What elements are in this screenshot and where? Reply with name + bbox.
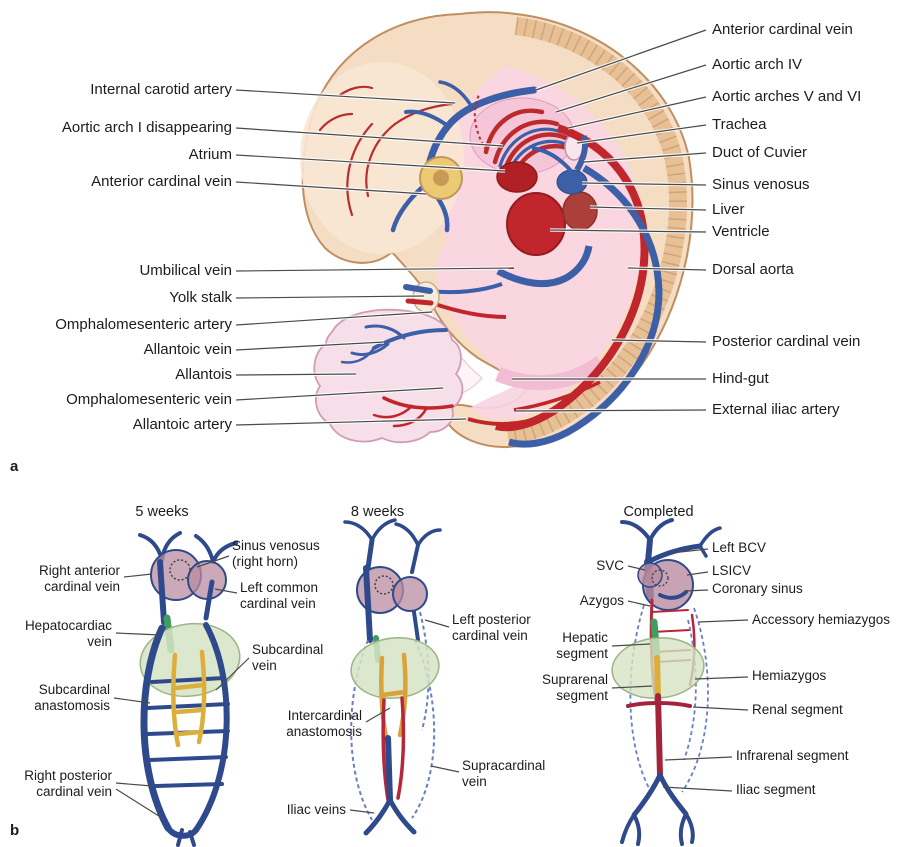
label-renal-segment: Renal segment bbox=[752, 702, 843, 717]
label-subcardinal-anastomosis: Subcardinal anastomosis bbox=[34, 682, 110, 713]
liver-8w-shape bbox=[350, 637, 440, 699]
label-iliac-segment: Iliac segment bbox=[736, 782, 816, 797]
coronary-sinus-vessel bbox=[658, 590, 688, 600]
label-infrarenal-segment: Infrarenal segment bbox=[736, 748, 849, 763]
label-right-anterior-cardinal-vein: Right anterior cardinal vein bbox=[38, 563, 120, 594]
ventricle-shape bbox=[506, 192, 566, 256]
regressed-veins-dashed bbox=[629, 604, 709, 793]
label-anterior-cardinal-vein-left: Anterior cardinal vein bbox=[91, 173, 232, 190]
label-accessory-hemiazygos: Accessory hemiazygos bbox=[752, 612, 891, 627]
label-omphalomesenteric-artery: Omphalomesenteric artery bbox=[55, 316, 232, 333]
infrarenal-segment-vessel bbox=[655, 693, 663, 778]
label-aortic-arch-iv: Aortic arch IV bbox=[712, 56, 803, 73]
five-weeks-diagram bbox=[138, 531, 241, 847]
panel-b-marker: b bbox=[10, 822, 20, 839]
label-allantois: Allantois bbox=[175, 366, 232, 383]
label-anterior-cardinal-vein-right: Anterior cardinal vein bbox=[712, 21, 853, 38]
label-umbilical-vein: Umbilical vein bbox=[139, 262, 232, 279]
label-left-bcv: Left BCV bbox=[712, 540, 767, 555]
label-hemiazygos: Hemiazygos bbox=[752, 668, 827, 683]
label-omphalomesenteric-vein: Omphalomesenteric vein bbox=[66, 391, 232, 408]
label-right-posterior-cardinal-vein: Right posterior cardinal vein bbox=[24, 768, 112, 799]
label-left-common-cardinal-vein: Left common cardinal vein bbox=[240, 580, 319, 611]
label-sinus-venosus: Sinus venosus bbox=[712, 176, 810, 193]
label-coronary-sinus: Coronary sinus bbox=[712, 581, 803, 596]
label-yolk-stalk: Yolk stalk bbox=[169, 289, 232, 306]
label-external-iliac-artery: External iliac artery bbox=[712, 401, 840, 418]
label-iliac-veins: Iliac veins bbox=[286, 802, 346, 817]
internal-carotid-artery-vessels bbox=[318, 85, 454, 217]
eight-weeks-title: 8 weeks bbox=[350, 504, 405, 520]
atrium-shape bbox=[496, 161, 538, 193]
eight-weeks-diagram bbox=[343, 518, 442, 836]
posterior-cardinal-vein-vessel bbox=[508, 164, 663, 448]
label-hepatic-segment: Hepatic segment bbox=[556, 630, 608, 661]
panel-a-marker: a bbox=[10, 458, 19, 475]
label-allantoic-vein: Allantoic vein bbox=[143, 341, 232, 358]
part-a-leader-lines bbox=[235, 28, 707, 427]
label-internal-carotid-artery: Internal carotid artery bbox=[90, 81, 232, 98]
label-duct-of-cuvier: Duct of Cuvier bbox=[712, 144, 808, 161]
label-posterior-cardinal-vein: Posterior cardinal vein bbox=[712, 333, 861, 350]
completed-diagram bbox=[611, 518, 722, 846]
allantoic-vein-vessels bbox=[340, 324, 448, 364]
label-allantoic-artery: Allantoic artery bbox=[132, 416, 232, 433]
completed-title: Completed bbox=[623, 504, 694, 520]
duct-of-cuvier-vessel bbox=[574, 135, 589, 172]
label-hind-gut: Hind-gut bbox=[712, 370, 769, 387]
label-aortic-arches-v-vi: Aortic arches V and VI bbox=[712, 88, 862, 105]
liver-shape bbox=[562, 191, 598, 231]
label-ventricle: Ventricle bbox=[712, 223, 770, 240]
label-liver: Liver bbox=[712, 201, 745, 218]
label-dorsal-aorta: Dorsal aorta bbox=[712, 261, 794, 278]
sinus-venosus-right-horn-shape bbox=[169, 559, 191, 581]
hind-gut-shape bbox=[495, 355, 606, 391]
label-subcardinal-vein: Subcardinal vein bbox=[252, 642, 324, 673]
label-supracardinal-vein: Supracardinal vein bbox=[462, 758, 546, 789]
suprarenal-segment-vessel bbox=[654, 655, 661, 699]
aortic-arch-one-dashed bbox=[473, 94, 487, 151]
intercardinal-network-8w bbox=[378, 652, 408, 741]
iliac-veins-8w bbox=[363, 735, 417, 836]
label-intercardinal-anastomosis: Intercardinal anastomosis bbox=[286, 708, 362, 739]
label-sinus-venosus-right-horn: Sinus venosus (right horn) bbox=[232, 538, 320, 569]
subcardinal-network-5w bbox=[171, 649, 207, 748]
part-b-leader-lines bbox=[113, 548, 749, 819]
label-atrium: Atrium bbox=[188, 146, 232, 163]
label-lsicv: LSICV bbox=[712, 563, 752, 578]
label-aortic-arch-i-disappearing: Aortic arch I disappearing bbox=[61, 119, 232, 136]
label-suprarenal-segment: Suprarenal segment bbox=[541, 672, 608, 703]
label-azygos: Azygos bbox=[579, 593, 624, 608]
iliac-segment-vessels bbox=[620, 772, 695, 846]
umbilical-vein-vessel bbox=[496, 245, 593, 288]
label-hepatocardiac-vein: Hepatocardiac vein bbox=[24, 618, 112, 649]
left-bcv-vessel bbox=[649, 543, 703, 563]
five-weeks-title: 5 weeks bbox=[135, 504, 189, 520]
label-trachea: Trachea bbox=[712, 116, 767, 133]
label-svc: SVC bbox=[596, 558, 624, 573]
label-left-posterior-cardinal-vein: Left posterior cardinal vein bbox=[452, 612, 531, 643]
external-iliac-artery-vessel bbox=[513, 380, 601, 412]
